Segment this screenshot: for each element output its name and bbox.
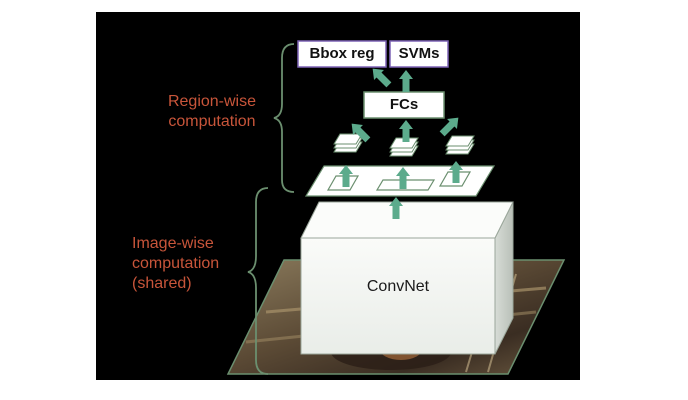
fcs-box <box>363 91 445 119</box>
region-wise-caption-line-1: Region-wise <box>167 93 257 110</box>
bbox-reg-box <box>297 40 387 68</box>
image-wise-caption: Image-wise computation (shared) <box>132 234 242 294</box>
svms-box <box>389 40 449 68</box>
arrow-fcs-to-bbox <box>372 68 392 88</box>
arrow-stack-3-to-fcs <box>439 117 459 137</box>
arrow-stack-1-to-fcs <box>351 123 371 143</box>
diagram-slide: Bbox reg SVMs FCs ConvNet Region-wise co… <box>96 12 580 380</box>
region-wise-caption: Region-wise computation <box>152 92 272 132</box>
convnet-label: ConvNet <box>366 278 430 295</box>
rcnn-pipeline-diagram <box>226 40 566 375</box>
arrow-fcs-to-svms <box>399 70 413 92</box>
image-wise-brace <box>247 187 269 375</box>
roi-feature-stack-1 <box>333 133 363 153</box>
fcs-label: FCs <box>389 96 419 113</box>
svms-label: SVMs <box>398 45 440 62</box>
region-wise-brace <box>273 43 295 193</box>
image-wise-caption-line-2: computation <box>132 255 220 272</box>
image-wise-caption-line-3: (shared) <box>132 275 192 292</box>
roi-feature-stack-3 <box>445 135 475 155</box>
region-wise-caption-line-2: computation <box>168 113 256 130</box>
bbox-reg-label: Bbox reg <box>309 45 375 62</box>
convnet-block <box>300 201 514 355</box>
image-wise-caption-line-1: Image-wise <box>132 235 214 252</box>
